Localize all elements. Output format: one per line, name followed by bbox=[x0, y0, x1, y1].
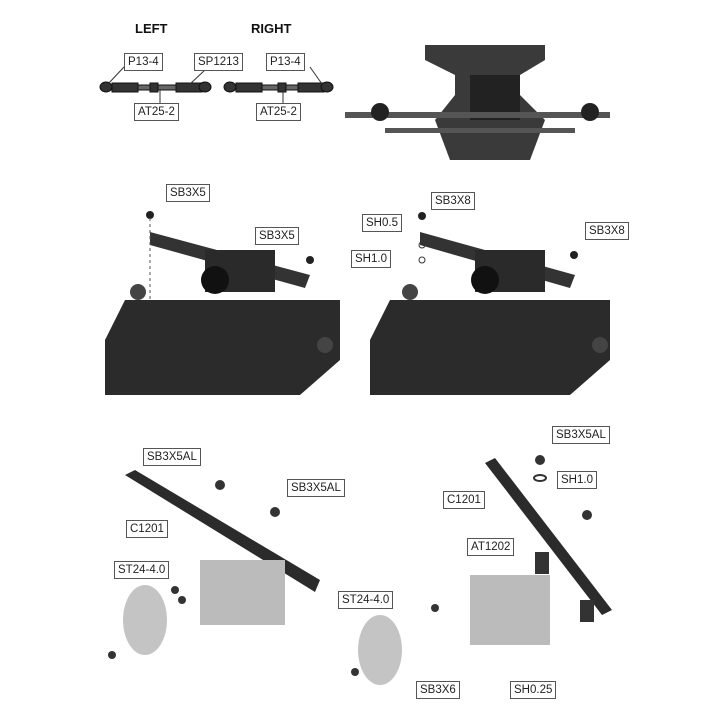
part-label-p13-4-left: P13-4 bbox=[124, 53, 163, 71]
chassis-front-view bbox=[345, 45, 610, 160]
part-label-p13-4-right: P13-4 bbox=[266, 53, 305, 71]
part-label-sh1-0: SH1.0 bbox=[351, 250, 391, 268]
part-label-c1201: C1201 bbox=[126, 520, 168, 538]
part-label-sh1-0: SH1.0 bbox=[557, 471, 597, 489]
part-label-c1201: C1201 bbox=[443, 491, 485, 509]
part-label-sh0-5: SH0.5 bbox=[362, 214, 402, 232]
part-label-at25-2-left: AT25-2 bbox=[134, 103, 179, 121]
part-label-at1202: AT1202 bbox=[467, 538, 515, 556]
part-label-sp1213: SP1213 bbox=[194, 53, 243, 71]
part-label-sb3x5al: SB3X5AL bbox=[552, 426, 610, 444]
part-label-sb3x5al-2: SB3X5AL bbox=[287, 479, 345, 497]
part-label-sb3x8-1: SB3X8 bbox=[431, 192, 475, 210]
left-heading: LEFT bbox=[135, 21, 168, 36]
right-turnbuckle bbox=[223, 81, 334, 93]
part-label-at25-2-right: AT25-2 bbox=[256, 103, 301, 121]
servo-mount-step5 bbox=[351, 455, 612, 685]
left-turnbuckle bbox=[99, 81, 212, 93]
chassis-step3 bbox=[370, 212, 610, 395]
part-label-st24-4-0: ST24-4.0 bbox=[338, 591, 394, 609]
part-label-sb3x5-1: SB3X5 bbox=[166, 184, 210, 202]
right-heading: RIGHT bbox=[251, 21, 292, 36]
part-label-sb3x5al-1: SB3X5AL bbox=[143, 448, 201, 466]
part-label-st24-4-0: ST24-4.0 bbox=[114, 561, 170, 579]
servo-mount-step4 bbox=[108, 470, 320, 659]
part-label-sb3x5-2: SB3X5 bbox=[255, 227, 299, 245]
leader-lines-step1 bbox=[107, 66, 323, 104]
part-label-sb3x6: SB3X6 bbox=[416, 681, 460, 699]
part-label-sh0-25: SH0.25 bbox=[510, 681, 557, 699]
part-label-sb3x8-2: SB3X8 bbox=[585, 222, 629, 240]
chassis-step2 bbox=[105, 211, 340, 395]
